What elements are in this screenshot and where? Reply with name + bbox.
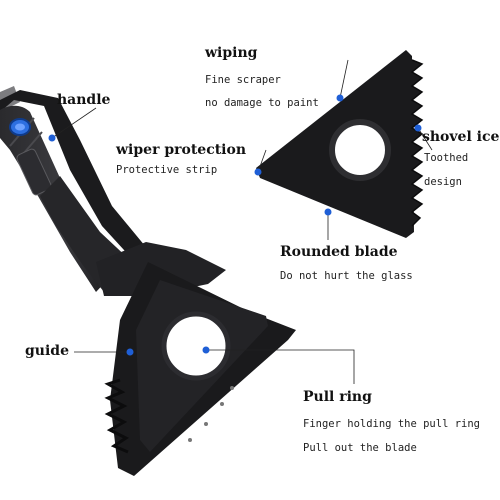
label-handle-title: handle (57, 92, 111, 108)
label-rounded-blade-title: Rounded blade (280, 244, 398, 260)
label-guide-title: guide (25, 343, 69, 359)
blue-dot-icon (336, 94, 344, 102)
blue-dot-icon (126, 348, 134, 356)
blue-dot-icon (324, 208, 332, 216)
label-rounded-blade-line-1: Do not hurt the glass (280, 270, 413, 282)
main-scraper-blade (96, 242, 296, 476)
label-shovel-ice-title: shovel ice (422, 129, 500, 145)
label-wiper-protection-line-1: Protective strip (116, 164, 218, 176)
label-wiper-protection-title: wiper protection (116, 142, 247, 158)
blue-dot-icon (48, 134, 56, 142)
label-wiping-line-1: Fine scraper (205, 74, 281, 86)
label-pull-ring-title: Pull ring (303, 389, 372, 405)
blue-dot-icon (414, 124, 422, 132)
callouts (51, 59, 433, 384)
label-pull-ring-line-1: Finger holding the pull ring (303, 418, 481, 430)
label-shovel-ice-line-2: design (424, 176, 462, 188)
label-pull-ring-line-2: Pull out the blade (303, 442, 417, 454)
pointer-dots (48, 94, 422, 356)
blue-dot-icon (202, 346, 210, 354)
label-shovel-ice-line-1: Toothed (424, 152, 469, 164)
detached-scraper-blade (256, 50, 424, 238)
label-wiping-title: wiping (205, 45, 258, 61)
blue-dot-icon (254, 168, 262, 176)
label-wiping-line-2: no damage to paint (205, 97, 319, 109)
